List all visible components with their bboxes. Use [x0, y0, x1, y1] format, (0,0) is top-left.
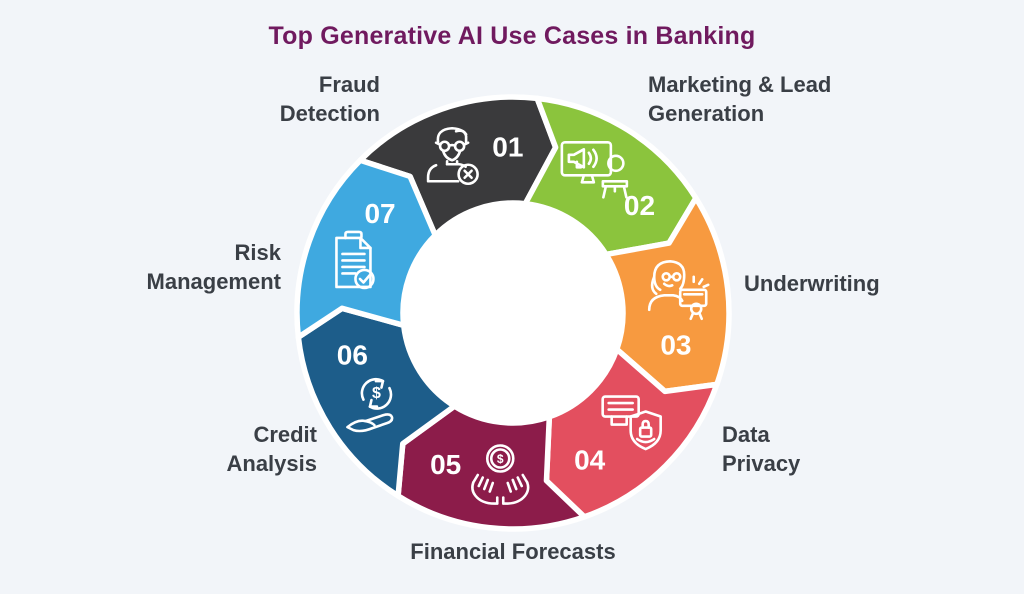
callout-data-privacy: Data Privacy	[722, 422, 801, 477]
callout-credit-analysis: Credit Analysis	[226, 422, 318, 477]
risk-checklist-clipboard-icon	[335, 230, 375, 290]
segment-number: 04	[574, 445, 606, 476]
marketing-megaphone-screen-icon	[560, 141, 629, 199]
data-privacy-shield-lock-icon	[601, 395, 662, 451]
fraud-detection-spy-icon	[426, 126, 479, 186]
callout-marketing-lead-generation: Marketing & Lead Generation	[648, 72, 832, 127]
segment-number: 02	[624, 190, 655, 221]
svg-text:$: $	[497, 452, 504, 466]
callout-financial-forecasts: Financial Forecasts	[410, 539, 616, 564]
wheel-center-hole	[403, 203, 623, 423]
segment-number: 06	[337, 339, 368, 370]
segment-number: 03	[660, 329, 691, 360]
callout-fraud-detection: Fraud Detection	[279, 72, 380, 127]
segment-number: 07	[364, 198, 395, 229]
callout-risk-management: Risk Management	[146, 240, 281, 295]
dollar-refresh-hand-icon: $	[346, 377, 394, 433]
page-title: Top Generative AI Use Cases in Banking	[268, 22, 756, 50]
callout-underwriting: Underwriting	[744, 271, 880, 296]
segment-number: 01	[492, 132, 523, 163]
underwriting-agent-certificate-icon	[647, 260, 710, 321]
hands-holding-dollar-coin-icon: $	[471, 444, 530, 505]
svg-text:$: $	[372, 385, 381, 402]
segment-number: 05	[430, 449, 461, 480]
